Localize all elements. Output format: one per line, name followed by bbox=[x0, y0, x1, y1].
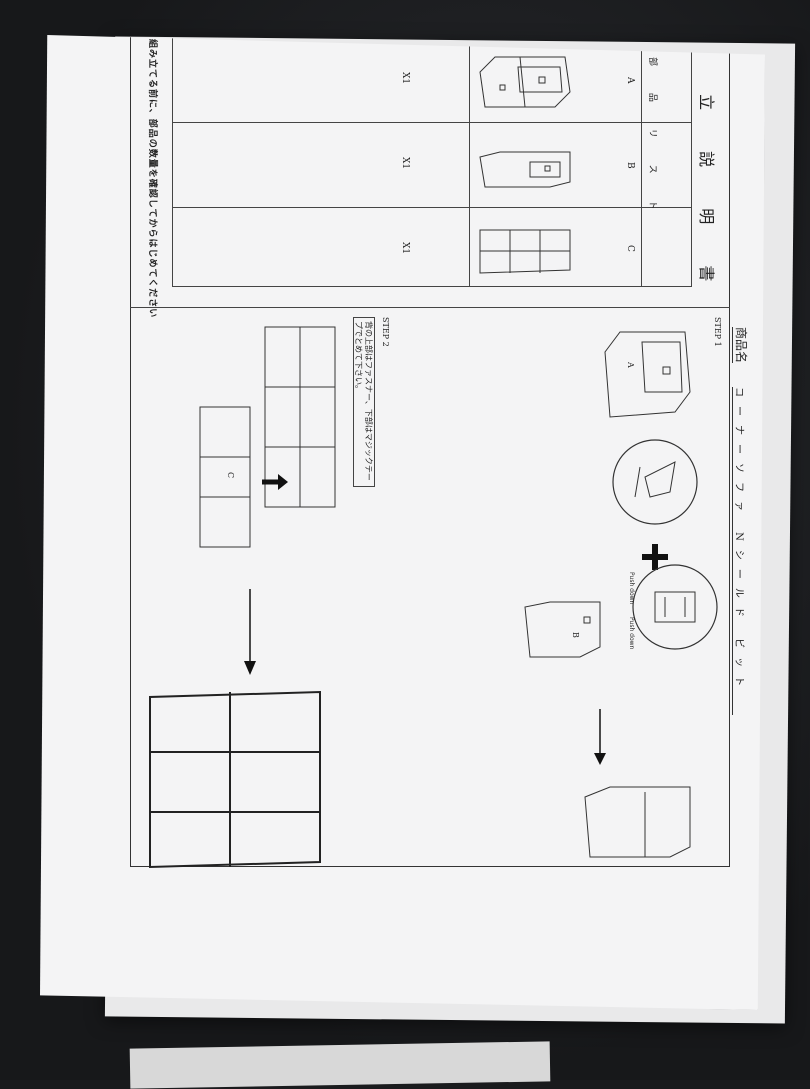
step-1-piece-a-label: A bbox=[626, 362, 635, 368]
footer-note: 組み立てる前に、部品の数量を確認してからはじめてください bbox=[147, 39, 157, 319]
step-2-sofa bbox=[264, 326, 336, 508]
part-qty-a: X1 bbox=[400, 72, 410, 85]
part-label-b: B bbox=[625, 162, 635, 169]
plus-icon bbox=[642, 544, 668, 570]
sheet-content: 組 立 説 明 書 部 品 リ ス ト A B C X1 X1 X1 bbox=[130, 35, 750, 869]
table-col-line bbox=[172, 122, 692, 123]
detail-circle-2 bbox=[632, 564, 718, 650]
part-qty-b: X1 bbox=[400, 157, 410, 170]
parts-table bbox=[172, 37, 692, 287]
table-top-line bbox=[691, 37, 692, 287]
part-b-drawing bbox=[479, 151, 571, 188]
part-qty-c: X1 bbox=[400, 242, 410, 255]
part-a-drawing bbox=[479, 56, 571, 108]
arrow-right-icon bbox=[244, 589, 256, 675]
step-2-note: 背の上部はファスナー、下部はマジックテープでとめて下さい。 bbox=[353, 317, 375, 487]
step-1-result bbox=[584, 786, 691, 858]
arrow-down-icon bbox=[594, 709, 606, 765]
table-header-line bbox=[641, 37, 642, 287]
product-name-label: 商品名 bbox=[732, 327, 750, 364]
arrow-up-icon bbox=[262, 474, 288, 490]
push-down-label-1: Push down bbox=[628, 572, 635, 605]
step-1-piece-b bbox=[524, 601, 601, 658]
part-label-a: A bbox=[625, 77, 635, 84]
step-2-piece-c-label: C bbox=[226, 472, 235, 479]
parts-list-heading: 部 品 リ ス ト bbox=[647, 57, 657, 222]
table-col-line bbox=[172, 207, 692, 208]
step-2-label: STEP 2 bbox=[381, 317, 390, 347]
part-c-drawing bbox=[479, 229, 571, 274]
instruction-sheet: 組 立 説 明 書 部 品 リ ス ト A B C X1 X1 X1 bbox=[40, 35, 765, 1010]
step-1-label: STEP 1 bbox=[713, 317, 722, 347]
product-name: コーナーソファ Nシールド ビット bbox=[732, 387, 748, 716]
part-label-c: C bbox=[625, 245, 635, 252]
assembled-sofa bbox=[149, 690, 321, 869]
push-down-label-2: Push down bbox=[628, 617, 635, 650]
detail-circle-1 bbox=[612, 439, 698, 525]
paper-bottom-sheet bbox=[129, 1041, 551, 1089]
step-1-piece-a bbox=[604, 331, 691, 418]
step-2-piece-c bbox=[199, 406, 251, 548]
document-title: 組 立 説 明 書 bbox=[697, 37, 716, 300]
section-divider bbox=[130, 307, 730, 308]
step-1-piece-b-label: B bbox=[571, 632, 580, 638]
